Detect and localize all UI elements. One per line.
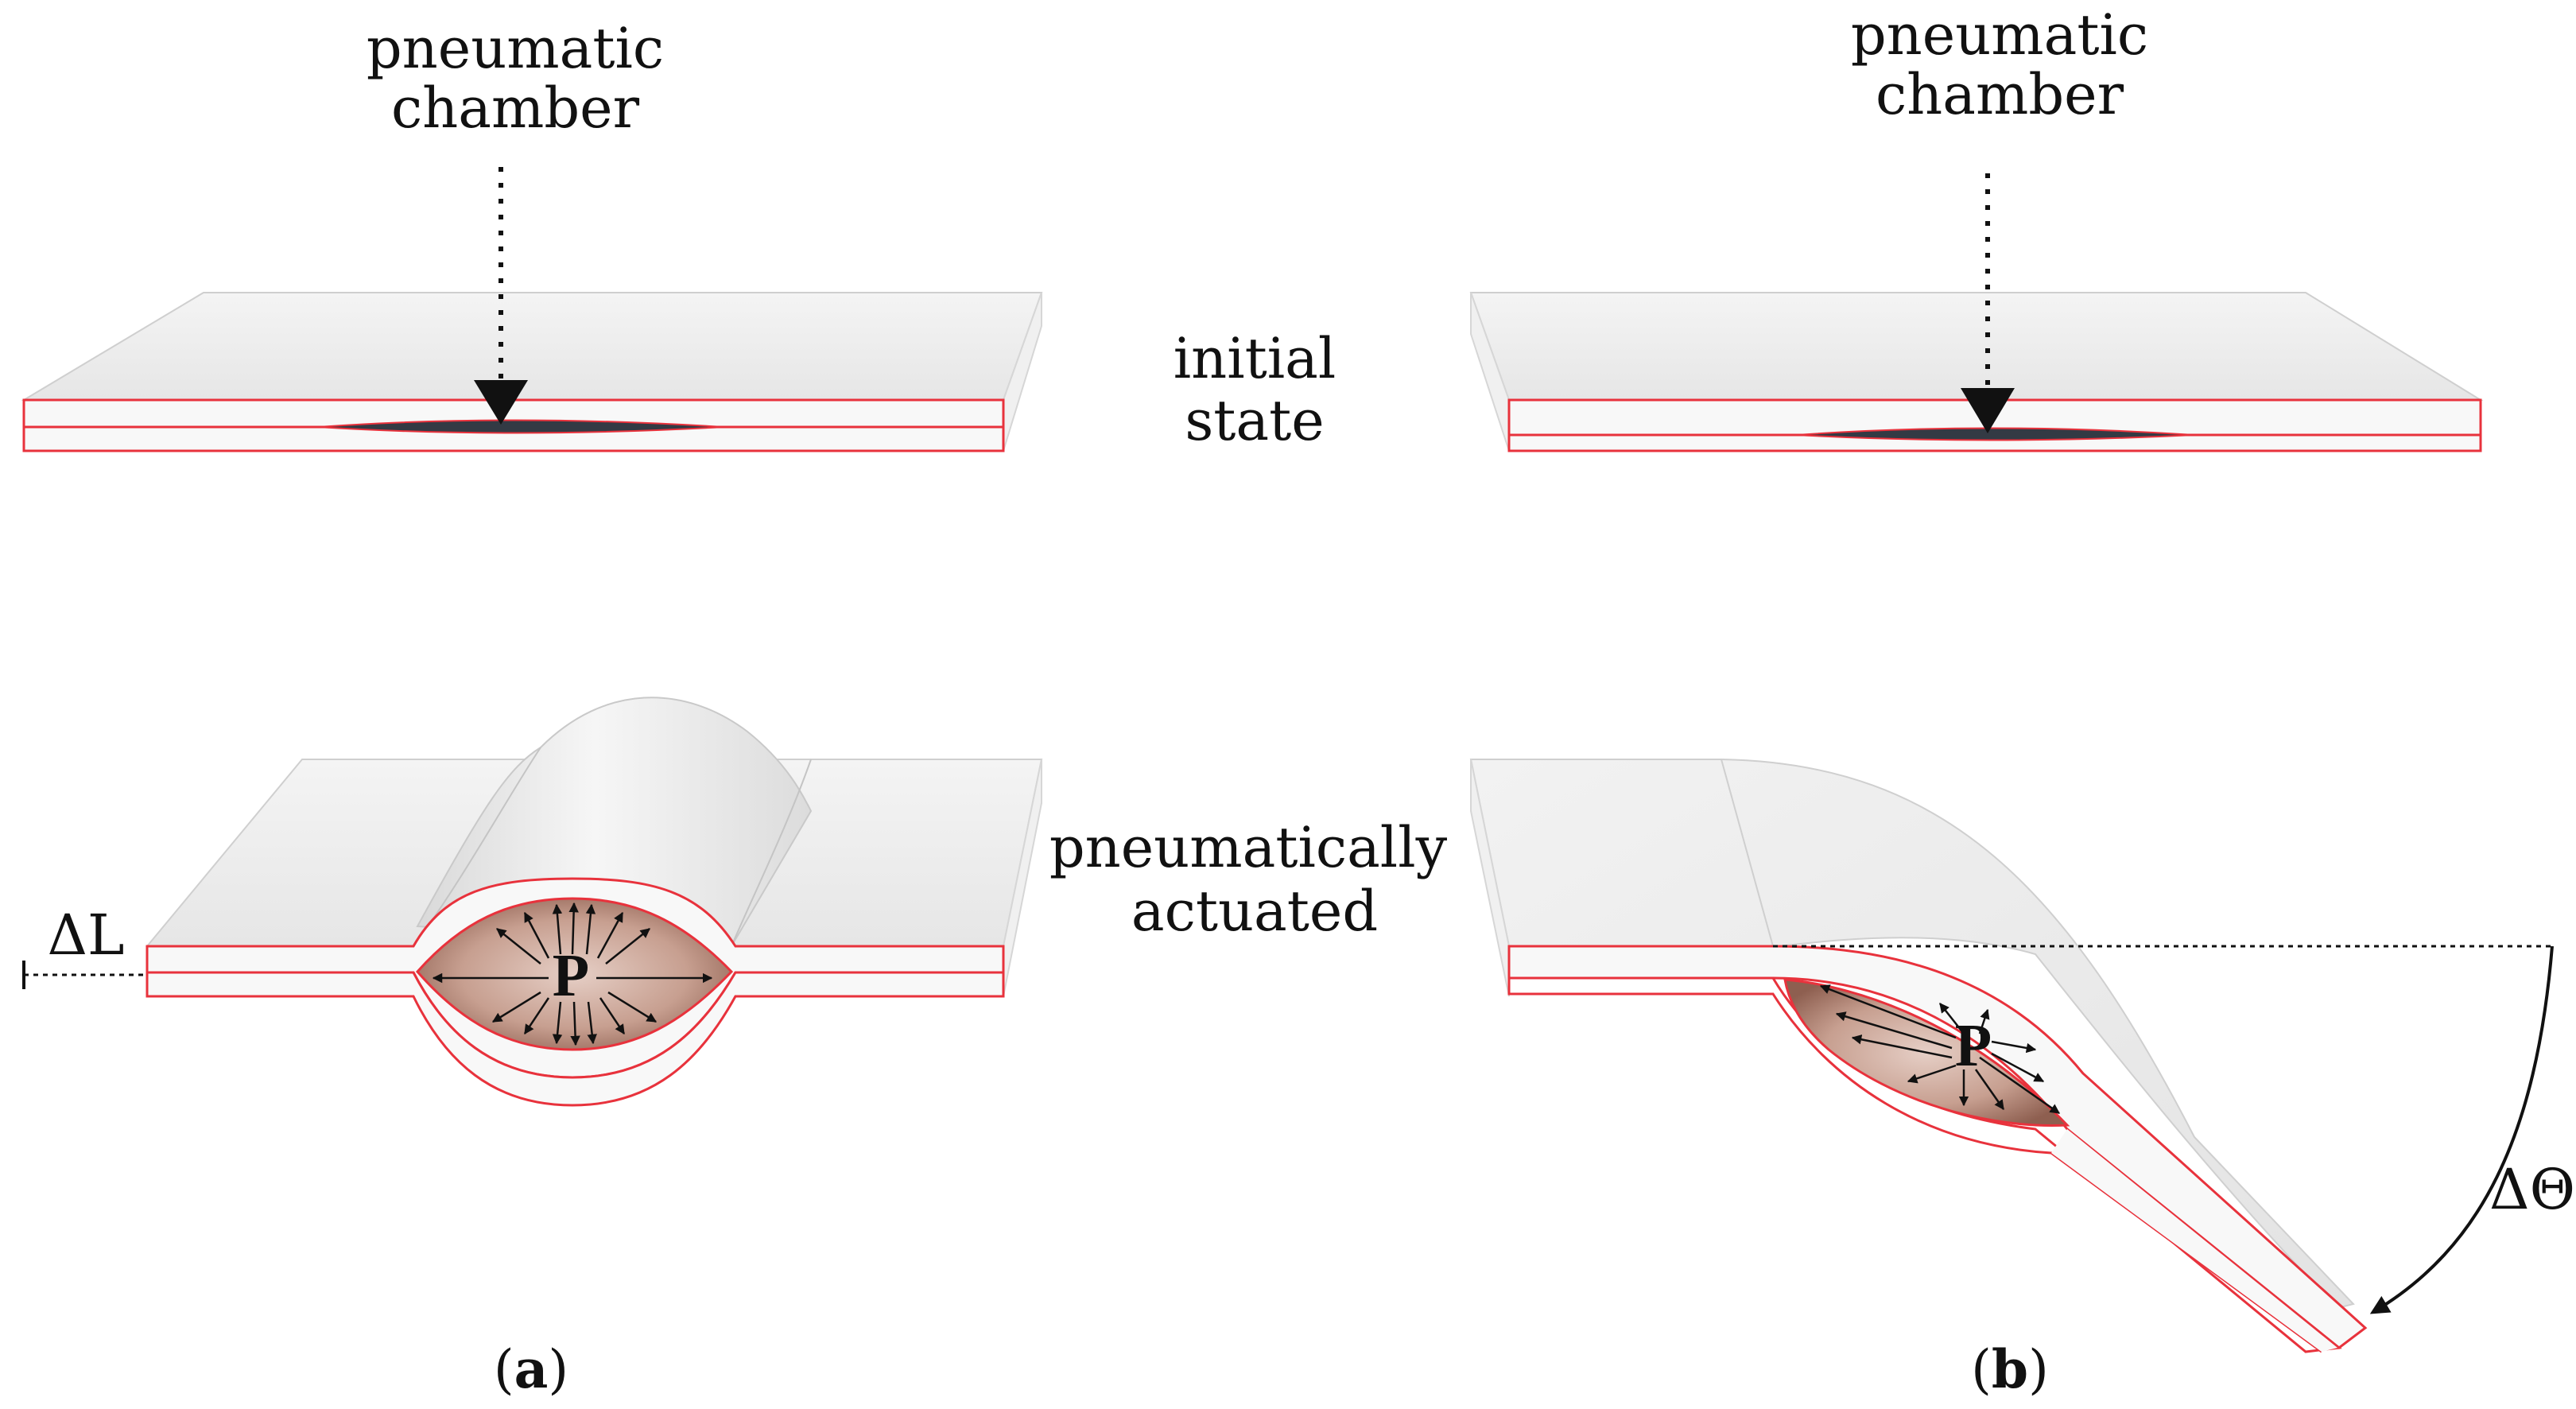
panel-a-label-line2: chamber [391, 76, 640, 141]
angle-arc-arrow-icon [2369, 945, 2554, 1314]
panel-a-chamber-inflated [416, 897, 734, 1051]
delta-theta-label: ΔΘ [2489, 1157, 2575, 1222]
panel-a-actuated-slab [145, 697, 1043, 1107]
panel-a-chamber-flat [317, 419, 724, 434]
panel-a-initial-slab [21, 292, 1043, 452]
caption-b: (b) [1971, 1338, 2049, 1400]
row-label-initial-line1: initial [1174, 326, 1336, 391]
caption-a: (a) [494, 1338, 568, 1400]
panel-a-pressure-arrows [432, 902, 713, 1046]
panel-a-label-line1: pneumatic [367, 16, 664, 81]
panel-b-arrowhead-icon [1961, 388, 2015, 433]
panel-b-actuated-slab [1469, 759, 2368, 1353]
row-label-actuated-line1: pneumatically [1049, 815, 1448, 880]
row-label-initial-line2: state [1185, 388, 1324, 453]
panel-b-pressure-label: P [1955, 1012, 1992, 1079]
panel-b-initial-slab [1469, 292, 2484, 452]
row-label-actuated-line2: actuated [1131, 879, 1378, 944]
panel-b-label-line2: chamber [1876, 62, 2124, 127]
panel-a-pressure-label: P [553, 942, 589, 1009]
delta-l-label: ΔL [47, 902, 124, 968]
panel-a-arrowhead-icon [474, 380, 528, 425]
panel-b-chamber-flat [1796, 427, 2195, 441]
panel-b-label-line1: pneumatic [1851, 2, 2148, 68]
panel-b-pressure-arrows [1819, 984, 2061, 1115]
